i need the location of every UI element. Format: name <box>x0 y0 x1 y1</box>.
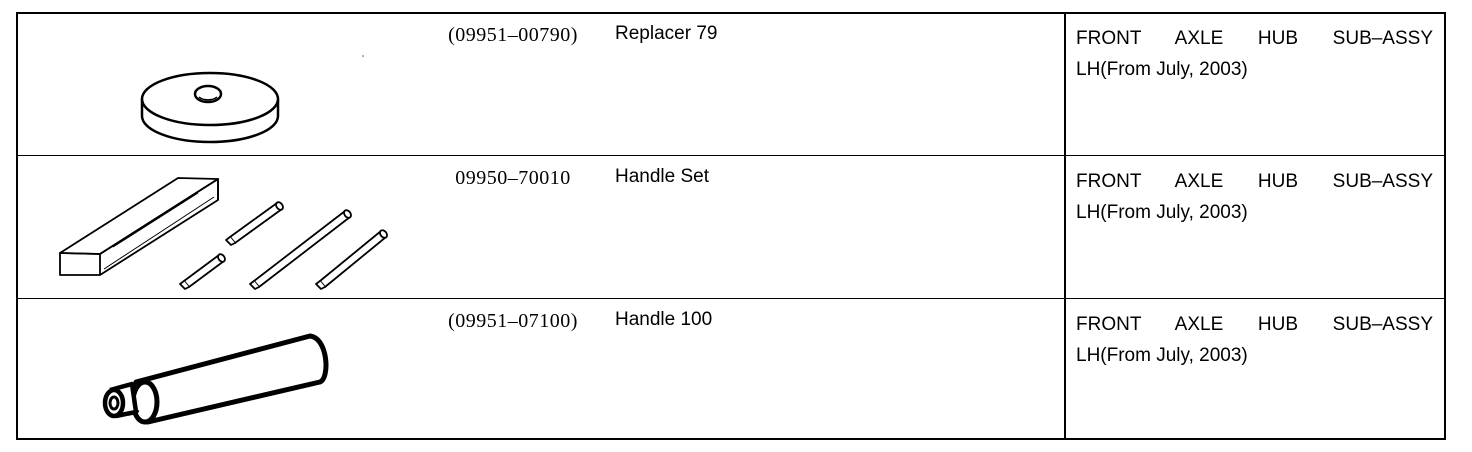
table-row: (09951–07100) Handle 100 FRONT AXLE HUB … <box>18 300 1444 440</box>
application-line-1: FRONT AXLE HUB SUB–ASSY <box>1076 314 1433 335</box>
handle-rod-icon <box>48 300 408 442</box>
table-row: 09950–70010 Handle Set FRONT AXLE HUB SU… <box>18 157 1444 299</box>
special-tool-table: (09951–00790) Replacer 79 FRONT AXLE HUB… <box>16 12 1446 440</box>
replacer-disc-icon <box>48 14 408 156</box>
application-line-2: LH(From July, 2003) <box>1076 59 1248 80</box>
part-number: (09951–07100) <box>448 310 578 332</box>
application-line-2: LH(From July, 2003) <box>1076 345 1248 366</box>
application-line-2: LH(From July, 2003) <box>1076 202 1248 223</box>
tool-name: Replacer 79 <box>615 23 718 44</box>
handle-set-icon <box>48 157 408 299</box>
tool-name: Handle Set <box>615 166 710 187</box>
application-text: FRONT AXLE HUB SUB–ASSY LH(From July, 20… <box>1076 23 1433 85</box>
part-number: (09951–00790) <box>448 24 578 46</box>
application-line-1: FRONT AXLE HUB SUB–ASSY <box>1076 28 1433 49</box>
application-text: FRONT AXLE HUB SUB–ASSY LH(From July, 20… <box>1076 166 1433 228</box>
application-text: FRONT AXLE HUB SUB–ASSY LH(From July, 20… <box>1076 309 1433 371</box>
tool-name: Handle 100 <box>615 309 713 330</box>
table-row: (09951–00790) Replacer 79 FRONT AXLE HUB… <box>18 14 1444 156</box>
application-line-1: FRONT AXLE HUB SUB–ASSY <box>1076 171 1433 192</box>
column-divider <box>1064 14 1066 438</box>
part-number: 09950–70010 <box>455 167 571 189</box>
